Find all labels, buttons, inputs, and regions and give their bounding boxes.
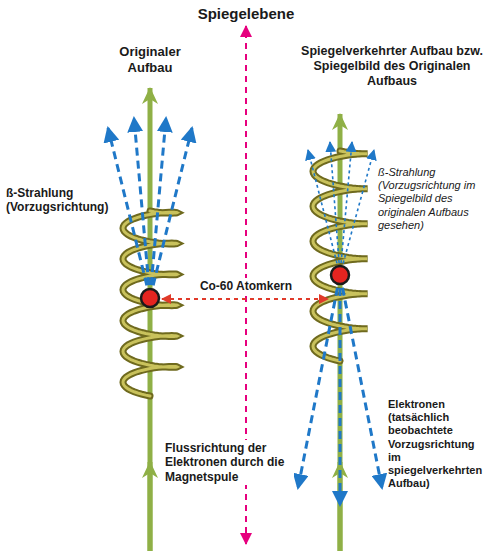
nucleus-link-arrow (162, 298, 328, 300)
beta-arrow (150, 128, 192, 298)
electron-arrows-right (298, 275, 382, 505)
electron-arrow (340, 275, 382, 488)
beta-arrow (330, 142, 340, 275)
beta-arrows-right-expected (308, 142, 374, 275)
electron-arrow (298, 275, 340, 488)
current-arrow-left (148, 462, 153, 551)
co60-nucleus (331, 266, 349, 284)
mirror-plane-title: Spiegelebene (195, 4, 298, 24)
coil-axis-left (148, 88, 153, 551)
setup-heading: Originaler Aufbau (100, 44, 200, 75)
beta-label: ß-Strahlung (Vorzugsrichtung) (6, 186, 120, 215)
beta-label-mirror: ß-Strahlung (Vorzugsrichtung im Spiegelb… (378, 166, 488, 232)
current-label: Flussrichtung der Elektronen durch die M… (162, 440, 294, 485)
magnet-coil-highlight (123, 211, 177, 396)
nucleus-label: Co-60 Atomkern (197, 278, 295, 294)
electron-label: Elektronen (tatsächlich beobachtete Vorz… (388, 398, 490, 490)
beta-arrow (340, 150, 374, 275)
magnet-coil (123, 211, 177, 396)
beta-arrows-left (108, 118, 192, 298)
setup-heading: Spiegelverkehrter Aufbau bzw. Spiegelbil… (300, 44, 484, 89)
co60-nucleus (141, 289, 159, 307)
beta-arrow (134, 118, 150, 298)
electron-arrow (339, 275, 342, 505)
